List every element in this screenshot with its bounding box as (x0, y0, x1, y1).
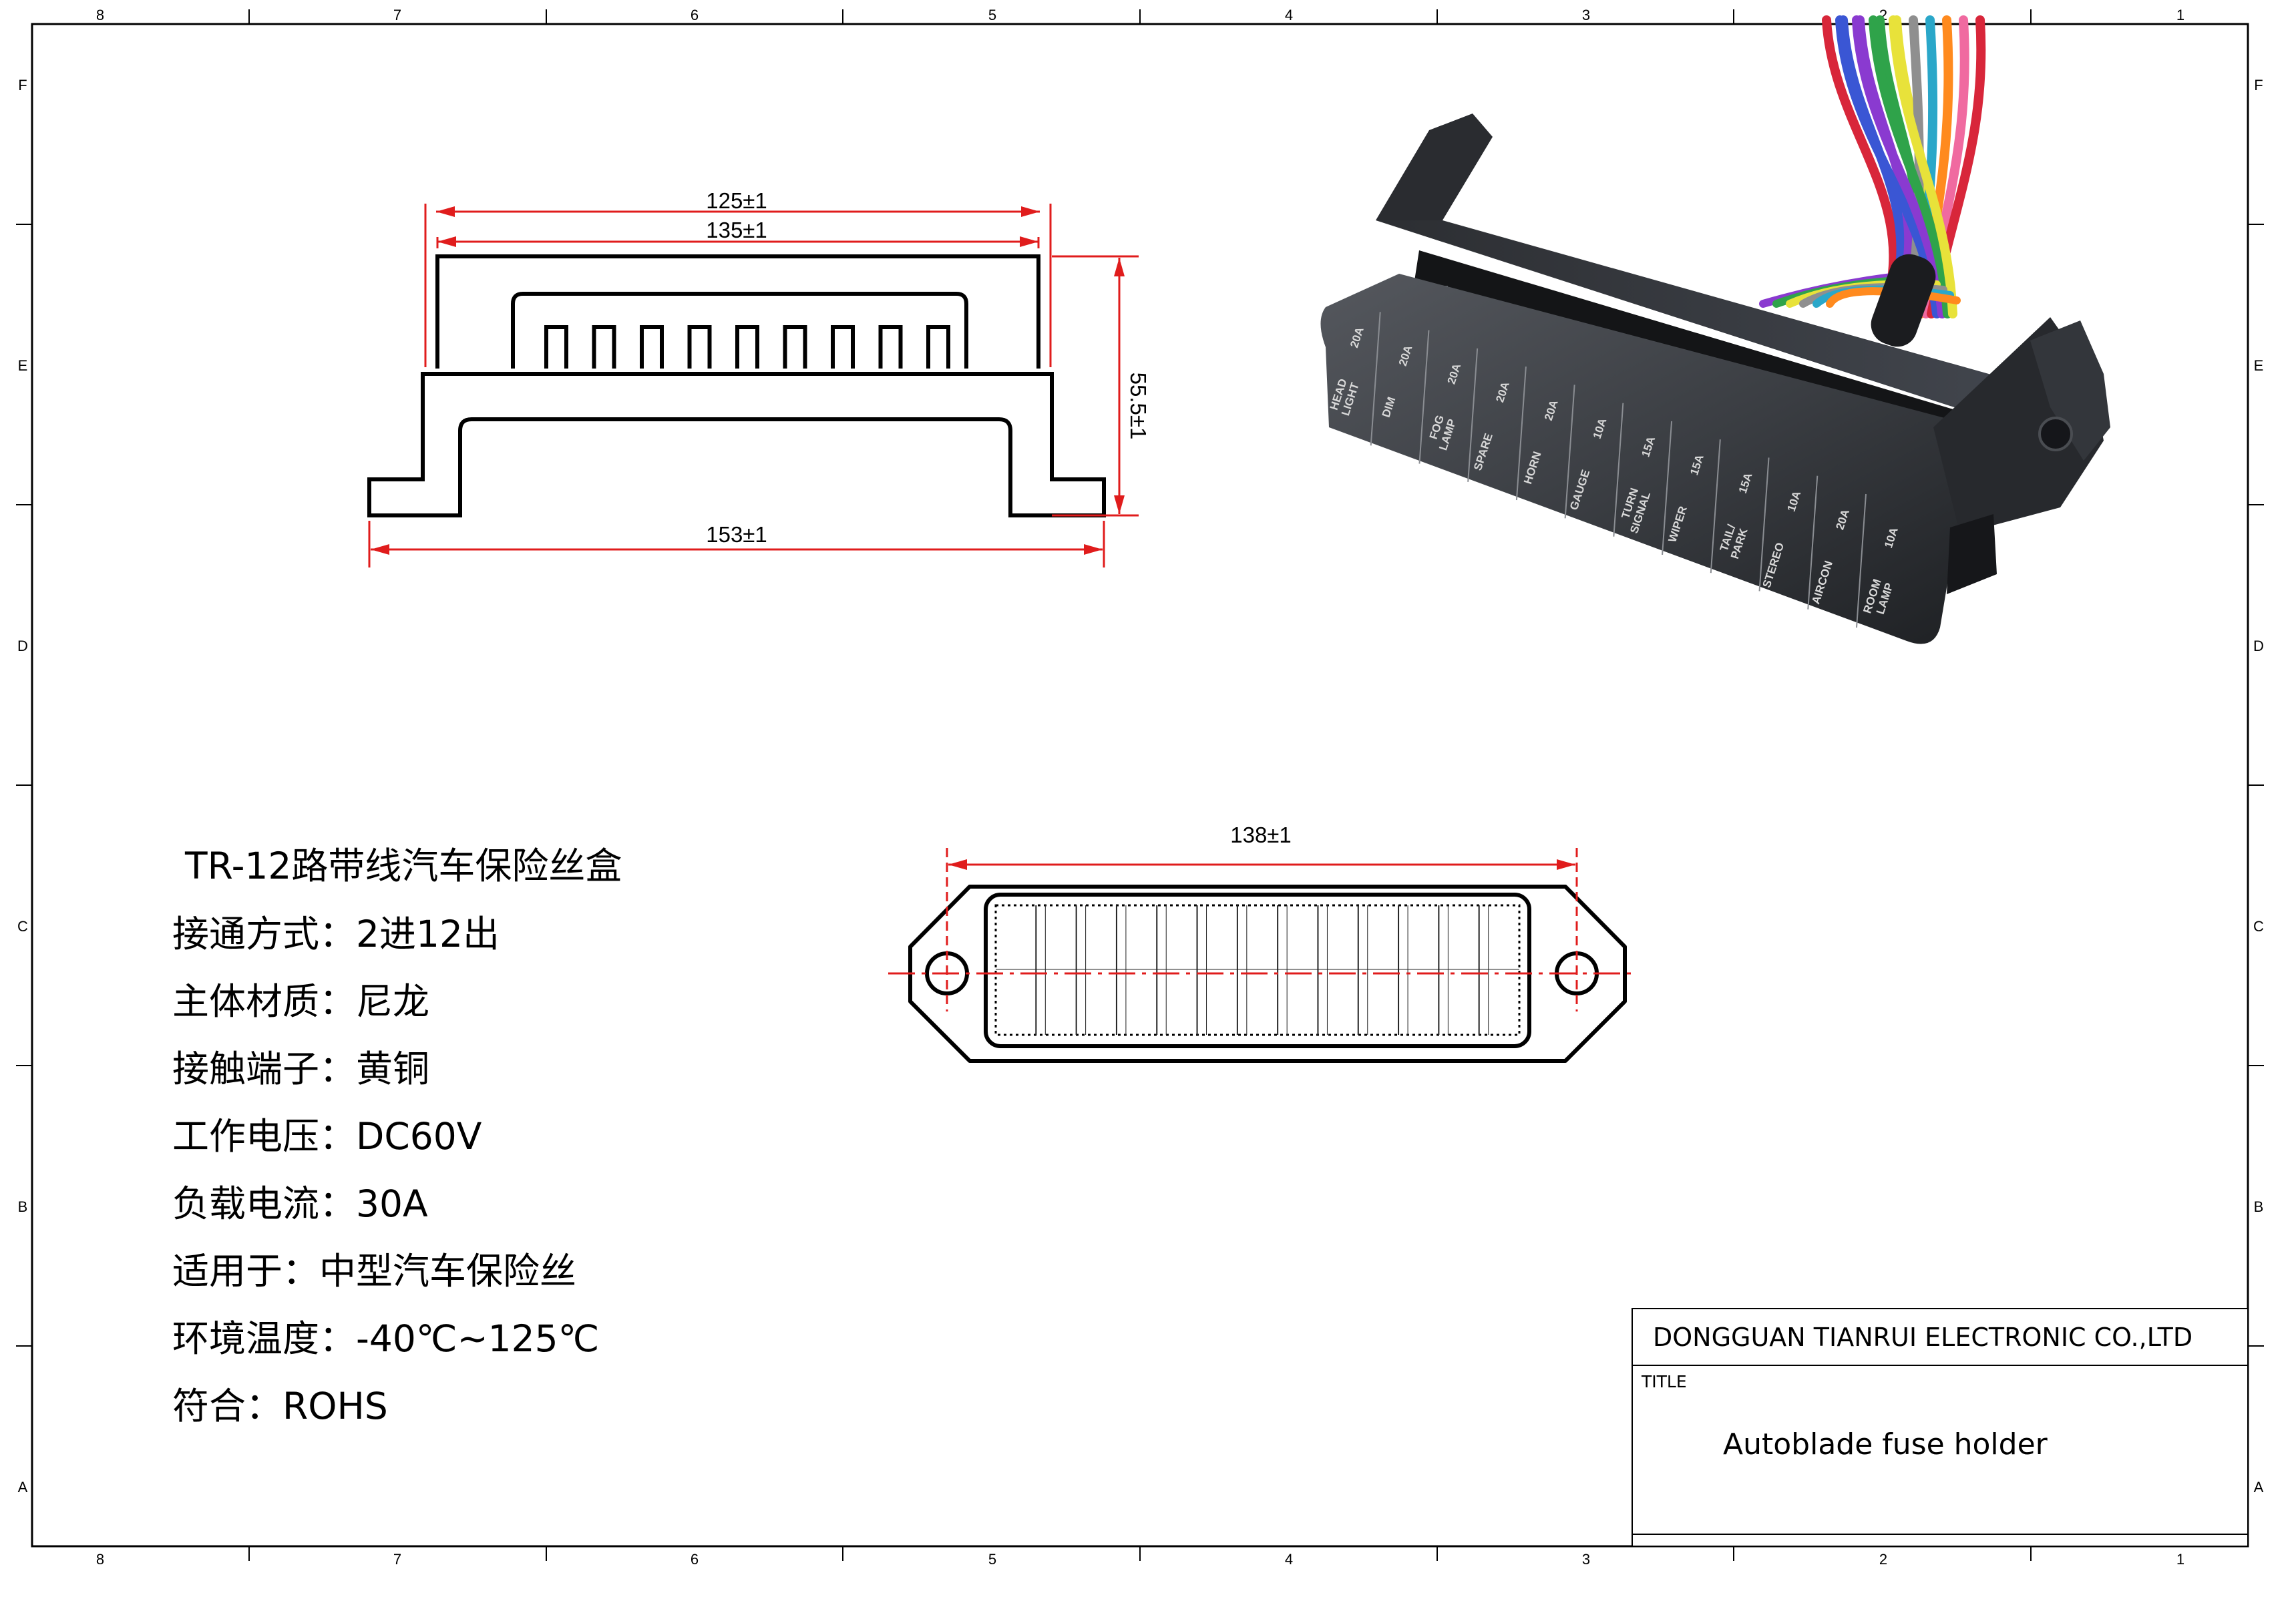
zone-labels-bottom: 8 7 6 5 4 3 2 1 (96, 1551, 2184, 1568)
zone-col-3-bottom: 3 (1582, 1551, 1590, 1568)
mount-ear-hole (2038, 417, 2073, 451)
zone-col-7-bottom: 7 (393, 1551, 401, 1568)
fuse-label-divider (1370, 312, 1381, 446)
zone-row-a: A (18, 1479, 28, 1496)
zone-row-f: F (18, 77, 27, 93)
fuse-label-divider (1467, 348, 1479, 482)
mount-ear (2030, 320, 2110, 461)
dim-label-135: 135±1 (706, 218, 767, 242)
top-view-outline (908, 885, 1627, 1063)
drawing-title: Autoblade fuse holder (1723, 1427, 2048, 1461)
fuse-label-divider (1758, 457, 1770, 592)
company-name: DONGGUAN TIANRUI ELECTRONIC CO.,LTD (1653, 1323, 2192, 1352)
wire (1852, 15, 1947, 318)
dim-label-138: 138±1 (1230, 823, 1292, 847)
zone-row-b: B (18, 1198, 28, 1215)
product-photo: HEADLIGHT20ADIM20AFOGLAMP20ASPARE20AHORN… (1320, 15, 2110, 644)
zone-row-e-right: E (2254, 357, 2264, 374)
zone-row-b-right: B (2254, 1198, 2264, 1215)
zone-col-5: 5 (988, 7, 996, 23)
top-view: 138±1 (888, 823, 1636, 1063)
dim-label-55: 55.5±1 (1126, 373, 1151, 440)
side-slot (592, 325, 616, 369)
fuse-label-divider (1418, 330, 1430, 464)
zone-row-d: D (17, 638, 28, 654)
fuse-label-divider (1613, 403, 1624, 537)
side-slot (878, 325, 903, 369)
title-block: DONGGUAN TIANRUI ELECTRONIC CO.,LTD TITL… (1632, 1308, 2249, 1547)
side-view-top-body (435, 254, 1040, 369)
spec-list: TR-12路带线汽车保险丝盒 接通方式：2进12出 主体材质：尼龙 接触端子：黄… (172, 845, 622, 1427)
zone-row-f-right: F (2254, 77, 2263, 93)
zone-col-6: 6 (691, 7, 699, 23)
top-view-cover (984, 893, 1531, 1048)
wire (1826, 287, 1961, 308)
zone-col-3: 3 (1582, 7, 1590, 23)
side-slot (640, 325, 664, 369)
zone-col-8: 8 (96, 7, 104, 23)
wire (1869, 15, 1952, 318)
fuse-label-divider (1710, 439, 1721, 574)
dim-label-125: 125±1 (706, 188, 767, 213)
spec-terminal: 接触端子：黄铜 (172, 1048, 429, 1090)
fuse-label-divider (1515, 367, 1527, 501)
side-slot (544, 325, 568, 369)
zone-row-c-right: C (2253, 918, 2264, 935)
title-block-frame (1632, 1308, 2249, 1547)
zone-col-5-bottom: 5 (988, 1551, 996, 1568)
zone-col-8-bottom: 8 (96, 1551, 104, 1568)
spec-application: 适用于：中型汽车保险丝 (172, 1250, 576, 1293)
fuse-box-front (1320, 274, 2030, 644)
fuse-label-divider (1856, 493, 1867, 628)
side-view-fuse-cover (511, 292, 968, 369)
zone-labels-right: F E D C B A (2253, 77, 2264, 1496)
zone-row-a-right: A (2254, 1479, 2264, 1496)
zone-ticks (16, 9, 2264, 1561)
zone-row-c: C (17, 918, 28, 935)
fuse-label-divider (1564, 385, 1575, 519)
side-slot (687, 325, 712, 369)
wire-bundle (1759, 15, 1986, 347)
spec-connection: 接通方式：2进12出 (172, 913, 500, 955)
zone-row-e: E (18, 357, 28, 374)
zone-col-1: 1 (2176, 7, 2184, 23)
side-view-base (367, 372, 1106, 517)
side-slot (783, 325, 807, 369)
wire (1889, 15, 1957, 318)
side-slot (735, 325, 759, 369)
fuse-box-top (1376, 220, 2084, 434)
zone-labels-left: F E D C B A (17, 77, 28, 1496)
zone-col-1-bottom: 1 (2176, 1551, 2184, 1568)
spec-temperature: 环境温度：-40℃~125℃ (172, 1317, 599, 1360)
zone-col-4-bottom: 4 (1285, 1551, 1293, 1568)
side-slot (926, 325, 950, 369)
spec-material: 主体材质：尼龙 (172, 980, 429, 1023)
zone-col-4: 4 (1285, 7, 1293, 23)
title-label: TITLE (1641, 1372, 1687, 1391)
latch-left (1376, 113, 1493, 220)
side-view-fuse-slots (544, 325, 950, 369)
cable-tie (1871, 254, 1936, 347)
spec-current: 负载电流：30A (172, 1182, 428, 1225)
zone-col-7: 7 (393, 7, 401, 23)
fuse-label-divider (1662, 421, 1673, 555)
side-slot (831, 325, 855, 369)
dim-label-153: 153±1 (706, 522, 767, 547)
top-view-fuse-area (994, 904, 1521, 1036)
top-view-fuse-cells (996, 905, 1519, 1035)
spec-compliance: 符合：ROHS (172, 1385, 388, 1427)
zone-col-6-bottom: 6 (691, 1551, 699, 1568)
fuse-label-divider (1807, 475, 1819, 610)
spec-voltage: 工作电压：DC60V (172, 1115, 482, 1158)
side-view: 125±1 135±1 55.5±1 153±1 (367, 188, 1151, 567)
zone-row-d-right: D (2253, 638, 2264, 654)
zone-col-2-bottom: 2 (1879, 1551, 1887, 1568)
spec-product-name: TR-12路带线汽车保险丝盒 (184, 845, 622, 887)
